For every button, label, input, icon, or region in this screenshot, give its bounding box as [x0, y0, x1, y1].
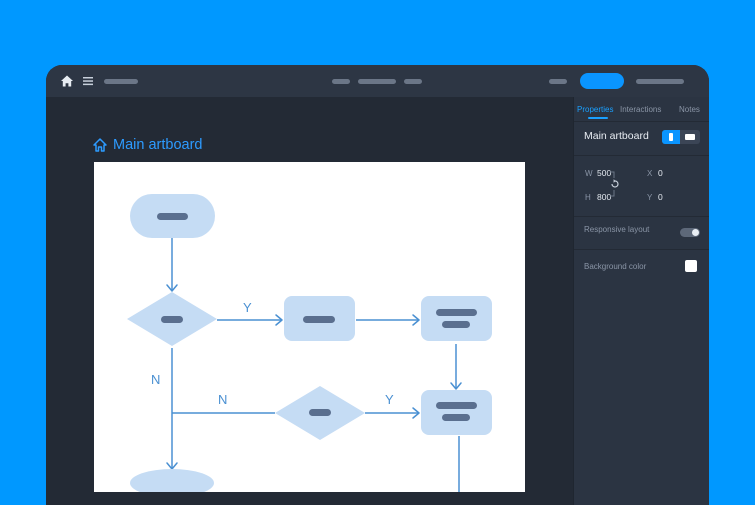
design-canvas[interactable]: Main artboard	[46, 97, 573, 505]
tab-notes[interactable]: Notes	[679, 105, 700, 114]
x-label: X	[647, 169, 653, 178]
label-no: N	[218, 392, 227, 407]
background-color-swatch[interactable]	[685, 260, 697, 272]
height-label: H	[585, 193, 591, 202]
responsive-layout-label: Responsive layout	[584, 225, 650, 234]
y-field[interactable]: 0	[658, 192, 663, 202]
active-tab-indicator	[588, 117, 608, 119]
label-no: N	[151, 372, 160, 387]
toolbar-item-placeholder[interactable]	[549, 79, 567, 84]
toolbar-item-placeholder[interactable]	[332, 79, 350, 84]
label-yes: Y	[243, 300, 252, 315]
label-yes: Y	[385, 392, 394, 407]
properties-panel: Properties Interactions Notes Main artbo…	[573, 97, 709, 505]
arrow-head	[412, 407, 420, 419]
height-field[interactable]: 800	[597, 192, 612, 202]
home-outline-icon	[93, 138, 107, 152]
flow-end-node	[130, 469, 214, 492]
portrait-icon[interactable]	[662, 130, 680, 144]
toolbar-item-placeholder[interactable]	[358, 79, 396, 84]
app-window: Main artboard	[46, 65, 709, 505]
primary-action-button[interactable]	[580, 73, 624, 89]
top-toolbar	[46, 65, 709, 97]
artboard-title[interactable]: Main artboard	[92, 135, 202, 155]
flowchart: Y N N Y	[127, 194, 492, 492]
artboard-title-text: Main artboard	[113, 137, 203, 153]
x-field[interactable]: 0	[658, 168, 663, 178]
width-field[interactable]: 500	[597, 168, 612, 178]
home-icon[interactable]	[60, 74, 74, 88]
orientation-toggle[interactable]	[662, 130, 700, 144]
artboard-name: Main artboard	[584, 130, 649, 142]
flow-process-node	[421, 296, 492, 341]
background-section: Background color	[574, 250, 709, 283]
responsive-section: Responsive layout	[574, 217, 709, 250]
hamburger-menu-icon[interactable]	[82, 75, 94, 87]
arrow-head	[450, 382, 462, 390]
responsive-layout-toggle[interactable]	[680, 228, 700, 237]
y-label: Y	[647, 193, 653, 202]
constrain-proportions-icon[interactable]	[608, 170, 620, 198]
toolbar-item-placeholder[interactable]	[404, 79, 422, 84]
background-color-label: Background color	[584, 262, 647, 271]
width-label: W	[585, 169, 593, 178]
panel-tabs: Properties Interactions Notes	[574, 97, 709, 122]
flow-process-node	[421, 390, 492, 435]
artboard[interactable]: Y N N Y	[94, 162, 525, 492]
tab-interactions[interactable]: Interactions	[620, 105, 662, 114]
arrow-head	[275, 314, 283, 326]
arrow-head	[412, 314, 420, 326]
size-section: W 500 H 800 X 0 Y 0	[574, 156, 709, 217]
arrow-head	[166, 284, 178, 292]
tab-properties[interactable]: Properties	[577, 105, 614, 114]
toolbar-item-placeholder[interactable]	[636, 79, 684, 84]
document-name-placeholder	[104, 79, 138, 84]
artboard-name-section: Main artboard	[574, 122, 709, 156]
